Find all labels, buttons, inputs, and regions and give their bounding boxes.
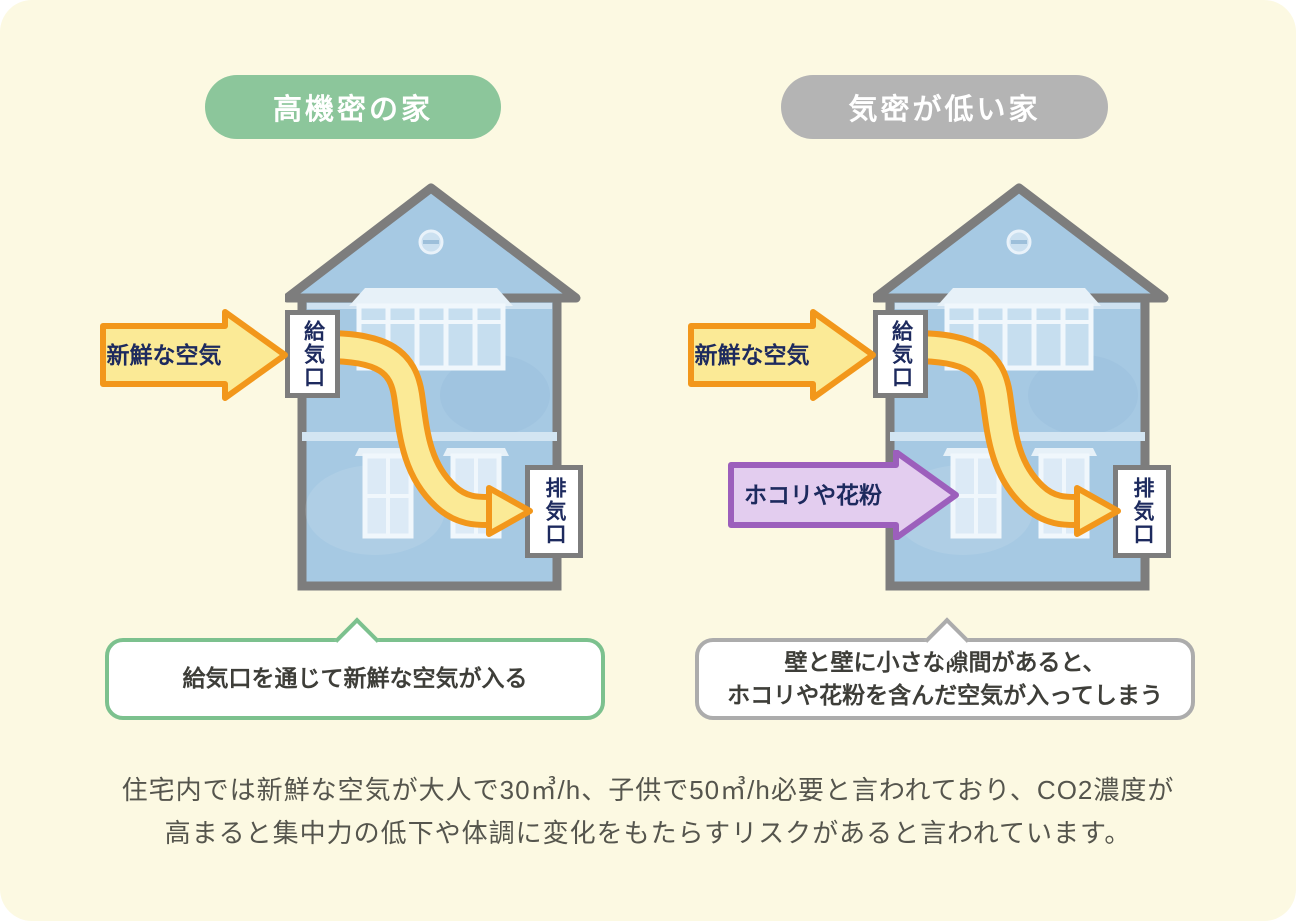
dust-pollen-arrow-label: ホコリや花粉 [744, 482, 882, 508]
dust-pollen-arrow: ホコリや花粉 [728, 450, 959, 540]
bay-window [356, 303, 506, 371]
fresh-air-arrow-left: 新鮮な空気 [100, 309, 288, 401]
supply-port-label-right: 給気口 [873, 310, 928, 398]
fresh-air-arrow-label: 新鮮な空気 [695, 342, 810, 368]
fresh-air-arrow-shape [688, 309, 876, 401]
bay-window [944, 303, 1094, 371]
caption-low-airtight-line2: ホコリや花粉を含んだ空気が入ってしまう [727, 682, 1163, 708]
exhaust-port-label-right: 排気口 [1113, 465, 1171, 558]
footer-text-line1: 住宅内では新鮮な空気が大人で30㎥/h、子供で50㎥/h必要と言われており、CO… [121, 775, 1175, 805]
floor-divider [302, 432, 557, 441]
badge-high-airtight-house: 高機密の家 [205, 75, 501, 139]
bay-window-roof [937, 288, 1101, 306]
caption-high-airtight: 給気口を通じて新鮮な空気が入る [105, 638, 605, 720]
fresh-air-arrow-shape [100, 309, 288, 401]
supply-port-label-left: 給気口 [285, 310, 340, 398]
badge-low-airtight-house: 気密が低い家 [781, 75, 1108, 139]
bay-window-roof [349, 288, 513, 306]
exhaust-port-label-left: 排気口 [525, 465, 583, 558]
floor-divider [890, 432, 1145, 441]
footer-text-line2: 高まると集中力の低下や体調に変化をもたらすリスクがあると言われています。 [164, 818, 1132, 848]
fresh-air-arrow-right: 新鮮な空気 [688, 309, 876, 401]
caption-high-airtight-text: 給気口を通じて新鮮な空気が入る [182, 665, 528, 692]
fresh-air-arrow-label: 新鮮な空気 [107, 342, 222, 368]
